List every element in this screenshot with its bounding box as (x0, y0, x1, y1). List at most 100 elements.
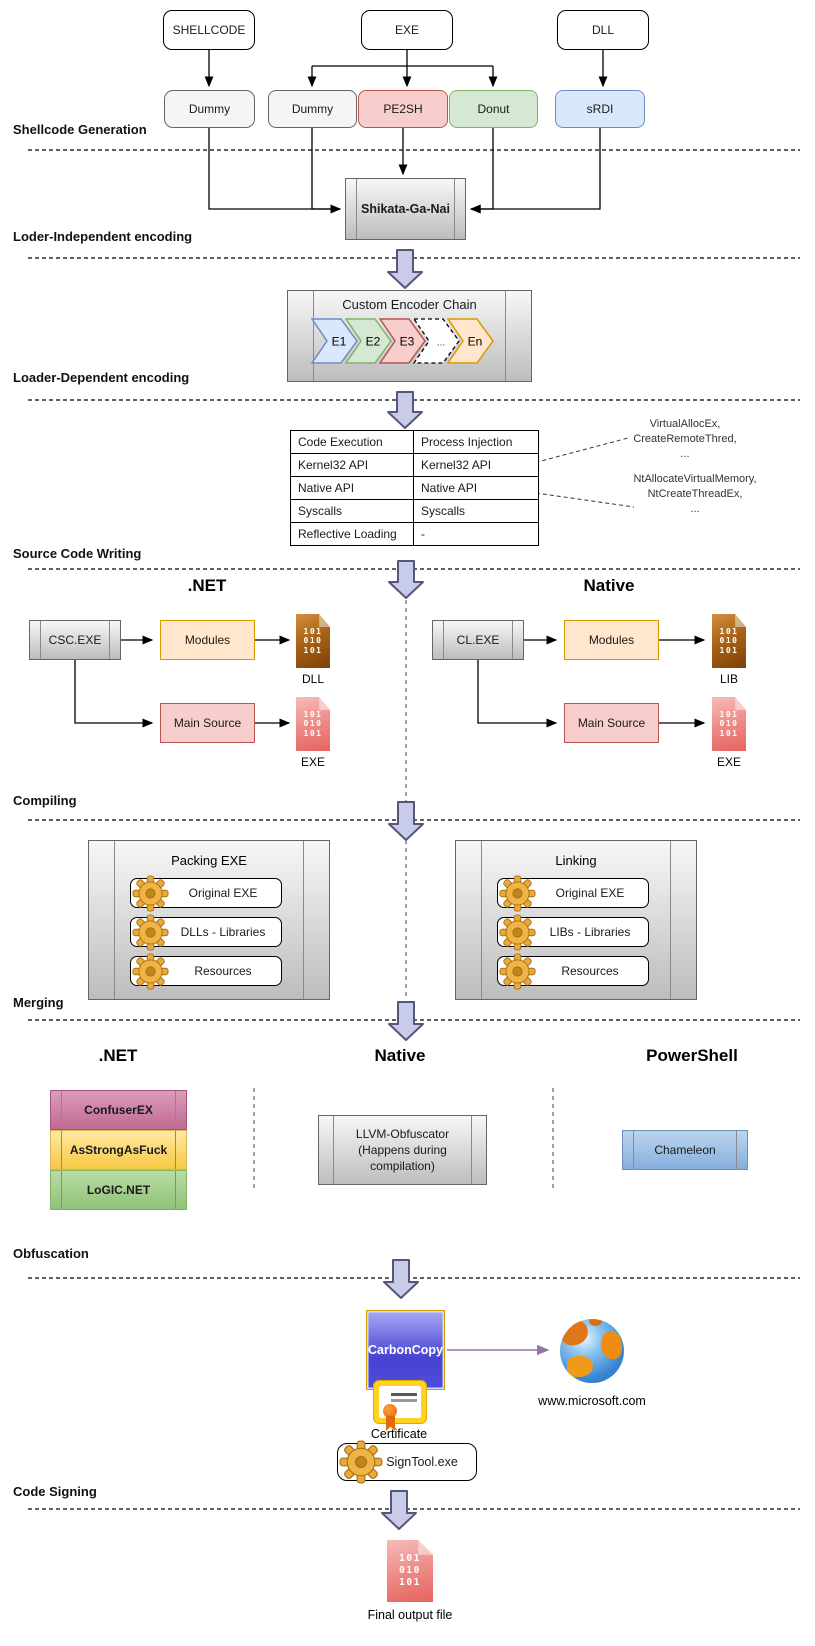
gear-icon (499, 953, 536, 990)
node-carboncopy: CarbonCopy (366, 1310, 445, 1390)
gear-icon (132, 953, 169, 990)
binary-line: 101 (719, 709, 739, 719)
final-output-file-icon: 101 010 101 (387, 1540, 433, 1602)
table-header-process-injection: Process Injection (413, 430, 539, 454)
packing-item-dlls: DLLs - Libraries (130, 917, 282, 947)
packing-item-original-exe: Original EXE (130, 878, 282, 908)
table-cell: Syscalls (413, 499, 539, 523)
native-exe-file-icon: 101 010 101 (712, 697, 746, 751)
packing-item-label: Original EXE (188, 886, 258, 900)
annotation-line: NtAllocateVirtualMemory, (633, 473, 757, 485)
binary-line: 101 (719, 626, 739, 636)
lib-file-label: LIB (719, 672, 738, 686)
table-cell: Kernel32 API (413, 453, 539, 477)
chevron-dots-label: ... (437, 338, 445, 349)
packing-item-resources: Resources (130, 956, 282, 986)
label-merging: Merging (13, 995, 64, 1010)
chevron-e1-label: E1 (332, 335, 347, 349)
node-donut-label: Donut (477, 102, 510, 116)
node-donut: Donut (449, 90, 538, 128)
gear-icon (132, 914, 169, 951)
binary-line: 010 (399, 1565, 421, 1576)
linking-item-resources: Resources (497, 956, 649, 986)
llvm-line: LLVM-Obfuscator (355, 1127, 450, 1141)
chevron-e2-label: E2 (366, 335, 381, 349)
node-logic-net: LoGIC.NET (50, 1170, 187, 1210)
node-exe-label: EXE (394, 23, 419, 37)
node-dummy-2: Dummy (268, 90, 357, 128)
chevron-en-icon: En (447, 318, 494, 364)
linking-item-label: Original EXE (555, 886, 625, 900)
table-header-code-execution: Code Execution (290, 430, 414, 454)
binary-line: 101 (399, 1553, 421, 1564)
certificate-label: Certificate (370, 1427, 428, 1441)
node-confuserex: ConfuserEX (50, 1090, 187, 1130)
heading-dotnet-obfuscation: .NET (98, 1046, 138, 1065)
shikata-label: Shikata-Ga-Nai (361, 202, 450, 216)
binary-line: 010 (719, 719, 739, 729)
linking-item-original-exe: Original EXE (497, 878, 649, 908)
heading-native-compile: Native (583, 576, 635, 595)
dll-file-label: DLL (301, 672, 324, 686)
node-native-main-source: Main Source (564, 703, 659, 743)
native-main-label: Main Source (577, 716, 646, 730)
annotation-line: ... (680, 448, 690, 460)
node-dll-label: DLL (591, 23, 614, 37)
annotation-line: ... (690, 503, 700, 515)
chevron-e3-label: E3 (400, 335, 415, 349)
lib-file-icon: 101 010 101 (712, 614, 746, 668)
table-cell: Syscalls (290, 499, 414, 523)
table-cell: - (413, 522, 539, 546)
native-exe-file-label: EXE (716, 755, 741, 769)
binary-line: 101 (303, 709, 323, 719)
gear-icon (132, 875, 169, 912)
binary-line: 010 (719, 636, 739, 646)
binary-line: 101 (719, 728, 739, 738)
native-modules-label: Modules (588, 633, 635, 647)
signtool-label: SignTool.exe (386, 1455, 458, 1469)
chameleon-label: Chameleon (654, 1143, 716, 1157)
table-cell: Reflective Loading (290, 522, 414, 546)
label-source-code-writing: Source Code Writing (13, 546, 142, 561)
cl-label: CL.EXE (456, 633, 500, 647)
linking-item-label: Resources (561, 964, 619, 978)
node-pe2sh-label: PE2SH (383, 102, 423, 116)
gear-icon (339, 1440, 383, 1484)
packing-item-label: DLLs - Libraries (180, 925, 266, 939)
annotation-line: CreateRemoteThred, (633, 433, 737, 445)
heading-native-obfuscation: Native (374, 1046, 426, 1065)
node-chameleon: Chameleon (622, 1130, 748, 1170)
label-loader-independent: Loder-Independent encoding (13, 229, 193, 244)
binary-line: 101 (303, 728, 323, 738)
annotation-line: NtCreateThreadEx, (647, 488, 743, 500)
dotnet-modules-label: Modules (184, 633, 231, 647)
chevron-e2-icon: E2 (345, 318, 392, 364)
node-dll: DLL (557, 10, 649, 50)
gear-icon (499, 875, 536, 912)
node-cl-exe: CL.EXE (432, 620, 524, 660)
binary-line: 101 (303, 626, 323, 636)
node-dotnet-main-source: Main Source (160, 703, 255, 743)
gear-icon (499, 914, 536, 951)
binary-line: 101 (303, 645, 323, 655)
node-llvm-obfuscator: LLVM-Obfuscator (Happens during compilat… (318, 1115, 487, 1185)
node-dummy-1: Dummy (164, 90, 255, 128)
annotation-native-apis: NtAllocateVirtualMemory, NtCreateThreadE… (600, 472, 790, 517)
node-shikata-ga-nai: Shikata-Ga-Nai (345, 178, 466, 240)
binary-line: 101 (399, 1577, 421, 1588)
node-csc-exe: CSC.EXE (29, 620, 121, 660)
label-compiling: Compiling (13, 793, 77, 808)
exe-file-label: EXE (300, 755, 325, 769)
table-cell: Native API (290, 476, 414, 500)
binary-line: 101 (719, 645, 739, 655)
linking-item-label: LIBs - Libraries (549, 925, 631, 939)
node-shellcode: SHELLCODE (163, 10, 255, 50)
node-dummy-2-label: Dummy (291, 102, 334, 116)
api-technique-table: Code Execution Process Injection Kernel3… (290, 430, 539, 546)
packing-item-label: Resources (194, 964, 252, 978)
confuserex-label: ConfuserEX (84, 1103, 153, 1117)
node-asstrongasfuck: AsStrongAsFuck (50, 1130, 187, 1170)
label-obfuscation: Obfuscation (13, 1246, 89, 1261)
node-native-modules: Modules (564, 620, 659, 660)
llvm-line: (Happens during (358, 1143, 447, 1157)
